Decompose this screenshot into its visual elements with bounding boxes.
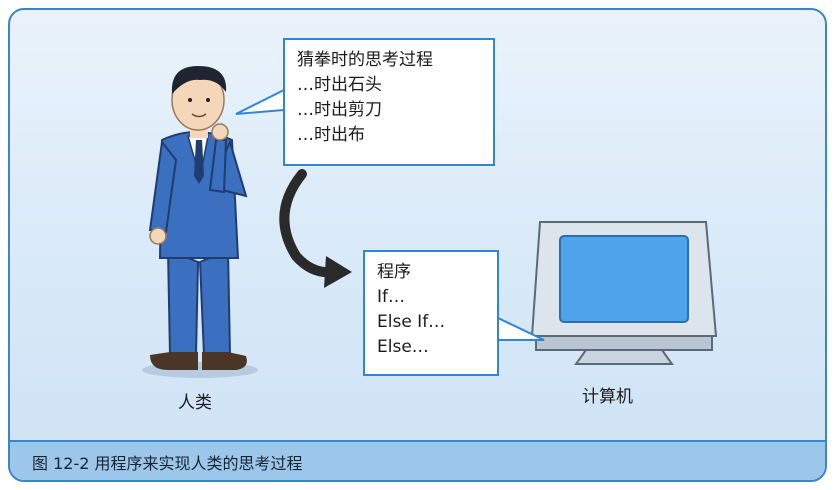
person-figure [142, 66, 258, 378]
figure-caption: 图 12-2 用程序来实现人类的思考过程 [32, 454, 303, 473]
computer-label: 计算机 [582, 387, 633, 407]
thought-line-rock: …时出石头 [297, 75, 382, 95]
thought-line-scissors: …时出剪刀 [297, 100, 382, 120]
bubble-top-tail [235, 88, 285, 115]
program-bubble: 程序 If… Else If… Else… [363, 250, 499, 376]
program-line-else-if: Else If… [377, 312, 446, 332]
program-line-else: Else… [377, 337, 429, 357]
caption-bar: 图 12-2 用程序来实现人类的思考过程 [10, 440, 825, 480]
thought-line-paper: …时出布 [297, 125, 365, 145]
computer-figure [530, 221, 718, 365]
program-title: 程序 [377, 262, 411, 282]
thought-bubble: 猜拳时的思考过程 …时出石头 …时出剪刀 …时出布 [283, 38, 495, 166]
person-label: 人类 [178, 393, 212, 413]
flow-arrow [279, 169, 352, 288]
program-line-if: If… [377, 287, 405, 307]
thought-title: 猜拳时的思考过程 [297, 50, 433, 70]
